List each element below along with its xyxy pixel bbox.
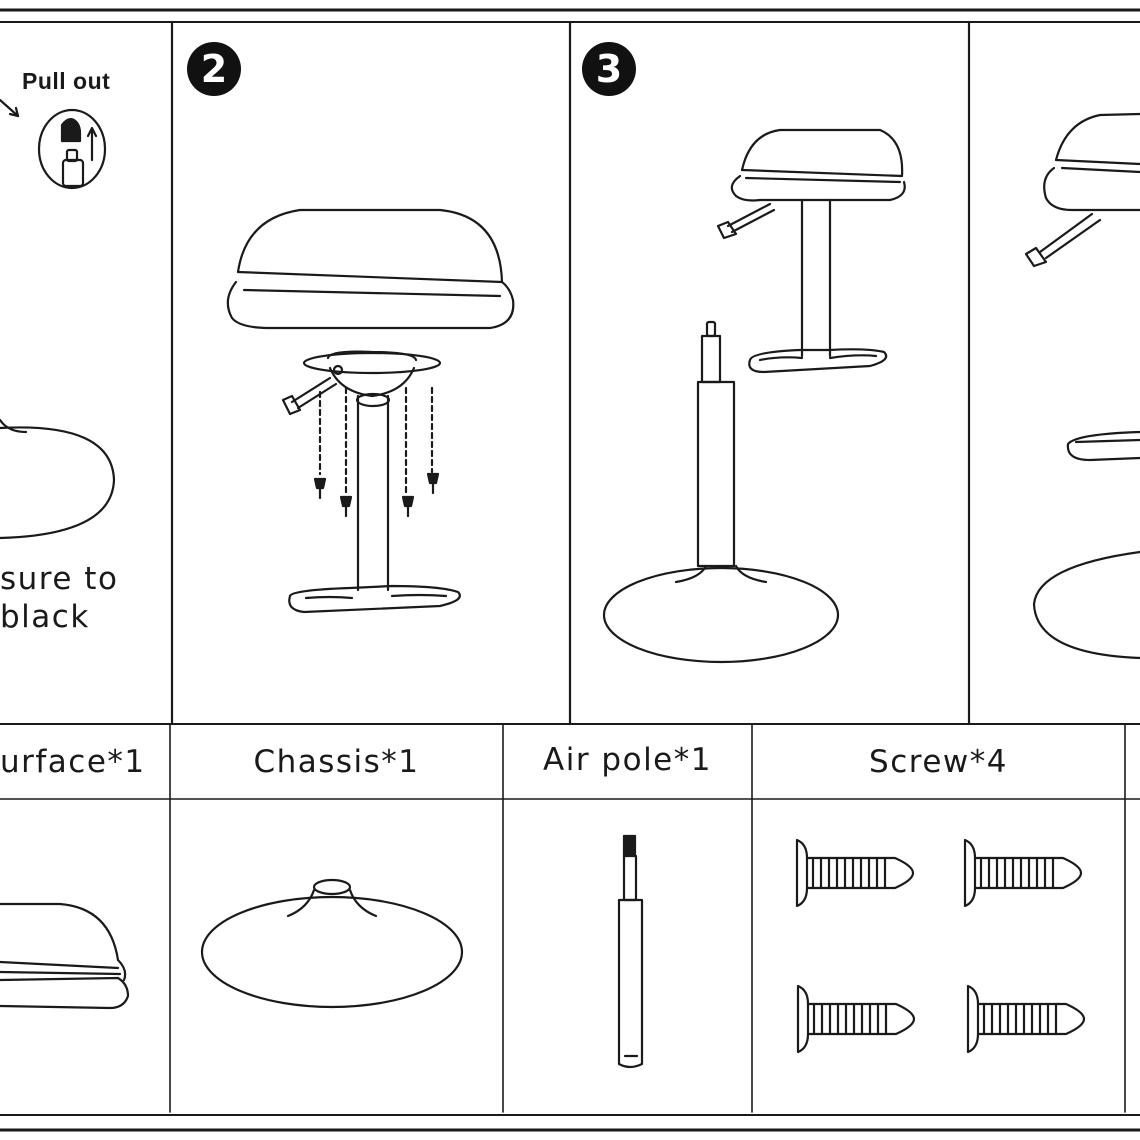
parts-table-grid [0,723,1140,1113]
step1-note-line1: sure to [0,561,119,597]
step4-illustration [1024,112,1140,660]
part-label-air-pole: Air pole*1 [543,742,712,778]
screw-1 [795,838,915,908]
step-panel-dividers [0,20,1140,726]
step3-illustration [602,128,906,664]
part-chassis-illustration [200,878,464,1009]
part-label-chassis: Chassis*1 [253,744,420,780]
part-surface-illustration [0,902,130,1010]
pull-out-callout: Pull out [22,68,111,94]
step-2-badge: 2 [187,42,241,96]
step1-note-line2: black [0,599,90,635]
part-label-screw: Screw*4 [869,744,1008,780]
screw-4 [966,984,1086,1054]
screw-2 [963,838,1083,908]
sheet-frame [0,8,1140,1132]
step-3-badge: 3 [582,42,636,96]
step2-illustration [226,208,515,614]
step1-illustration [0,98,116,540]
part-air-pole-illustration [617,834,644,1069]
part-label-surface: urface*1 [0,744,146,780]
part-screws-illustration [795,838,1086,1054]
screw-3 [796,984,916,1054]
